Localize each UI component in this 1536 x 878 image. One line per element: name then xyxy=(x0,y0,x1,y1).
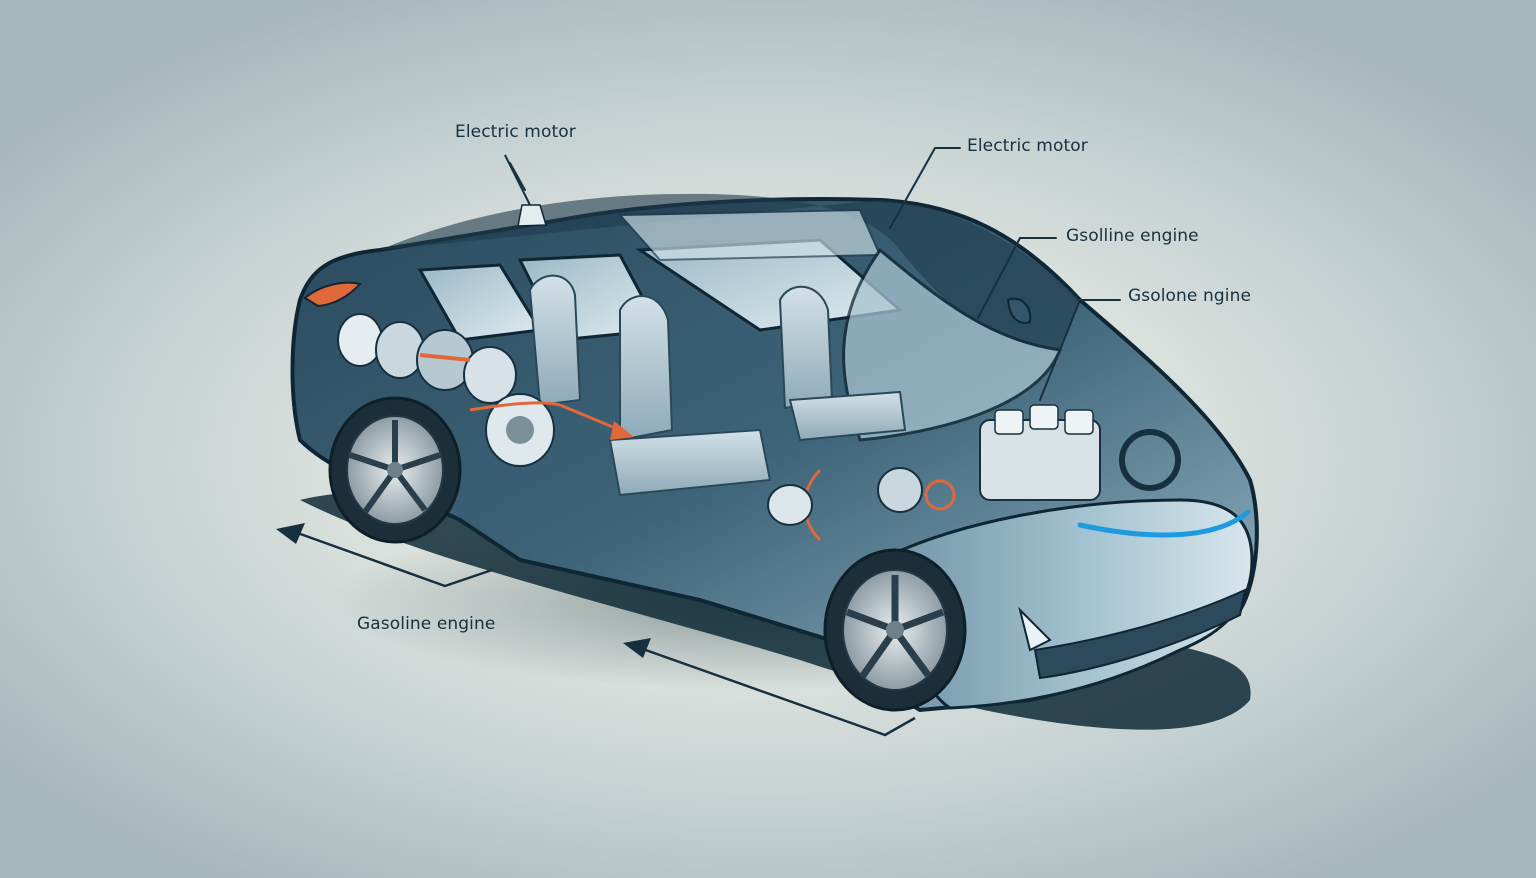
rear-wheel xyxy=(328,396,462,544)
callout-label-electric-motor-windshield: Electric motor xyxy=(967,136,1088,156)
rear-ground-arrow xyxy=(276,523,493,588)
front-ground-arrow xyxy=(623,638,916,737)
callout-leaders xyxy=(509,147,1121,401)
leader-electric-motor-windshield xyxy=(889,147,961,229)
callout-label-gasoline-engine-hood: Gsolone ngine xyxy=(1128,286,1252,306)
ground-arrows xyxy=(276,523,916,737)
front-wheel xyxy=(823,548,967,712)
leader-gasoline-engine-hood xyxy=(1039,299,1121,401)
leader-gasoline-engine-upper xyxy=(977,237,1057,319)
rear-motor-assembly xyxy=(337,313,634,467)
seats xyxy=(528,274,907,497)
callout-label-gasoline-engine-ground: Gasoline engine xyxy=(357,614,496,634)
callout-label-electric-motor-roof: Electric motor xyxy=(455,122,576,142)
front-engine-assembly xyxy=(767,404,1181,542)
leader-electric-motor-roof xyxy=(509,162,526,191)
callout-label-gasoline-engine-upper: Gsolline engine xyxy=(1066,226,1199,246)
